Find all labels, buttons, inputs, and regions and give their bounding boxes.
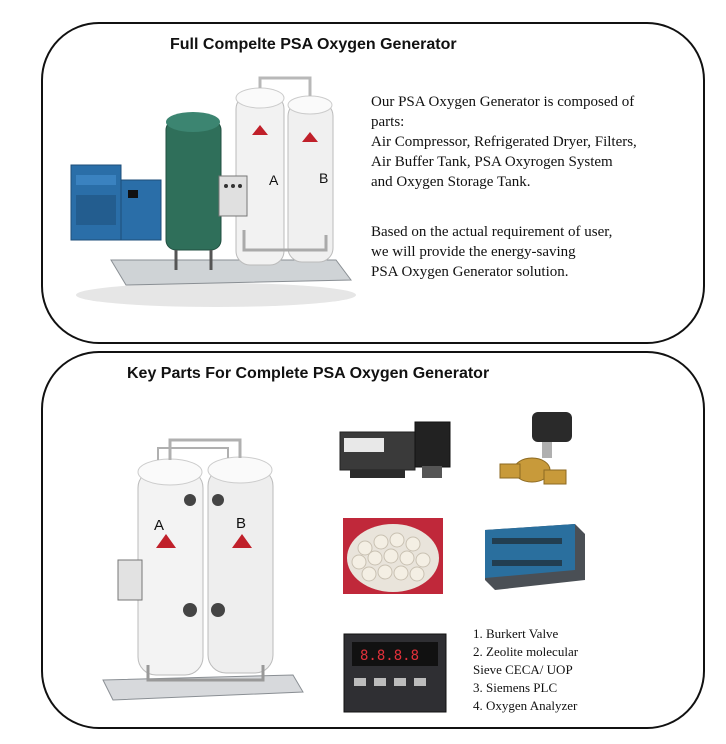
list-item: Sieve CECA/ UOP — [473, 662, 573, 677]
key-parts-list: 1. Burkert Valve 2. Zeolite molecular Si… — [473, 625, 578, 715]
intro-line: Air Compressor, Refrigerated Dryer, Filt… — [371, 134, 637, 150]
siemens-plc-image — [485, 524, 585, 590]
list-item: 1. Burkert Valve — [473, 626, 559, 641]
solution-paragraph: Based on the actual requirement of user,… — [371, 222, 701, 282]
zeolite-sieve-image — [343, 518, 443, 594]
list-item: 2. Zeolite molecular — [473, 644, 579, 659]
intro-line: Air Buffer Tank, PSA Oxyrogen System — [371, 154, 613, 170]
intro-line: and Oxygen Storage Tank. — [371, 174, 531, 190]
overview-title: Full Compelte PSA Oxygen Generator — [170, 36, 457, 53]
solution-line: Based on the actual requirement of user, — [371, 224, 613, 240]
intro-line: Our PSA Oxygen Generator is composed of — [371, 94, 635, 110]
psa-tanks-image: A B — [102, 438, 304, 701]
tank-b-label: B — [319, 170, 328, 186]
angle-seat-valve-image — [499, 412, 572, 485]
tank-a-label: A — [154, 517, 164, 534]
full-system-image: A B — [70, 76, 356, 307]
list-item: 3. Siemens PLC — [473, 680, 558, 695]
svg-text:8.8.8.8: 8.8.8.8 — [360, 648, 419, 664]
tank-b-label: B — [236, 515, 246, 532]
list-item: 4. Oxygen Analyzer — [473, 698, 578, 713]
intro-paragraph: Our PSA Oxygen Generator is composed of … — [371, 92, 701, 192]
solution-line: we will provide the energy-saving — [371, 244, 576, 260]
solution-line: PSA Oxygen Generator solution. — [371, 264, 569, 280]
tank-a-label: A — [269, 172, 279, 188]
key-parts-title: Key Parts For Complete PSA Oxygen Genera… — [127, 365, 490, 382]
oxygen-analyzer-image: 8.8.8.8 — [343, 633, 447, 713]
intro-line: parts: — [371, 114, 405, 130]
solenoid-valve-image — [339, 421, 451, 478]
